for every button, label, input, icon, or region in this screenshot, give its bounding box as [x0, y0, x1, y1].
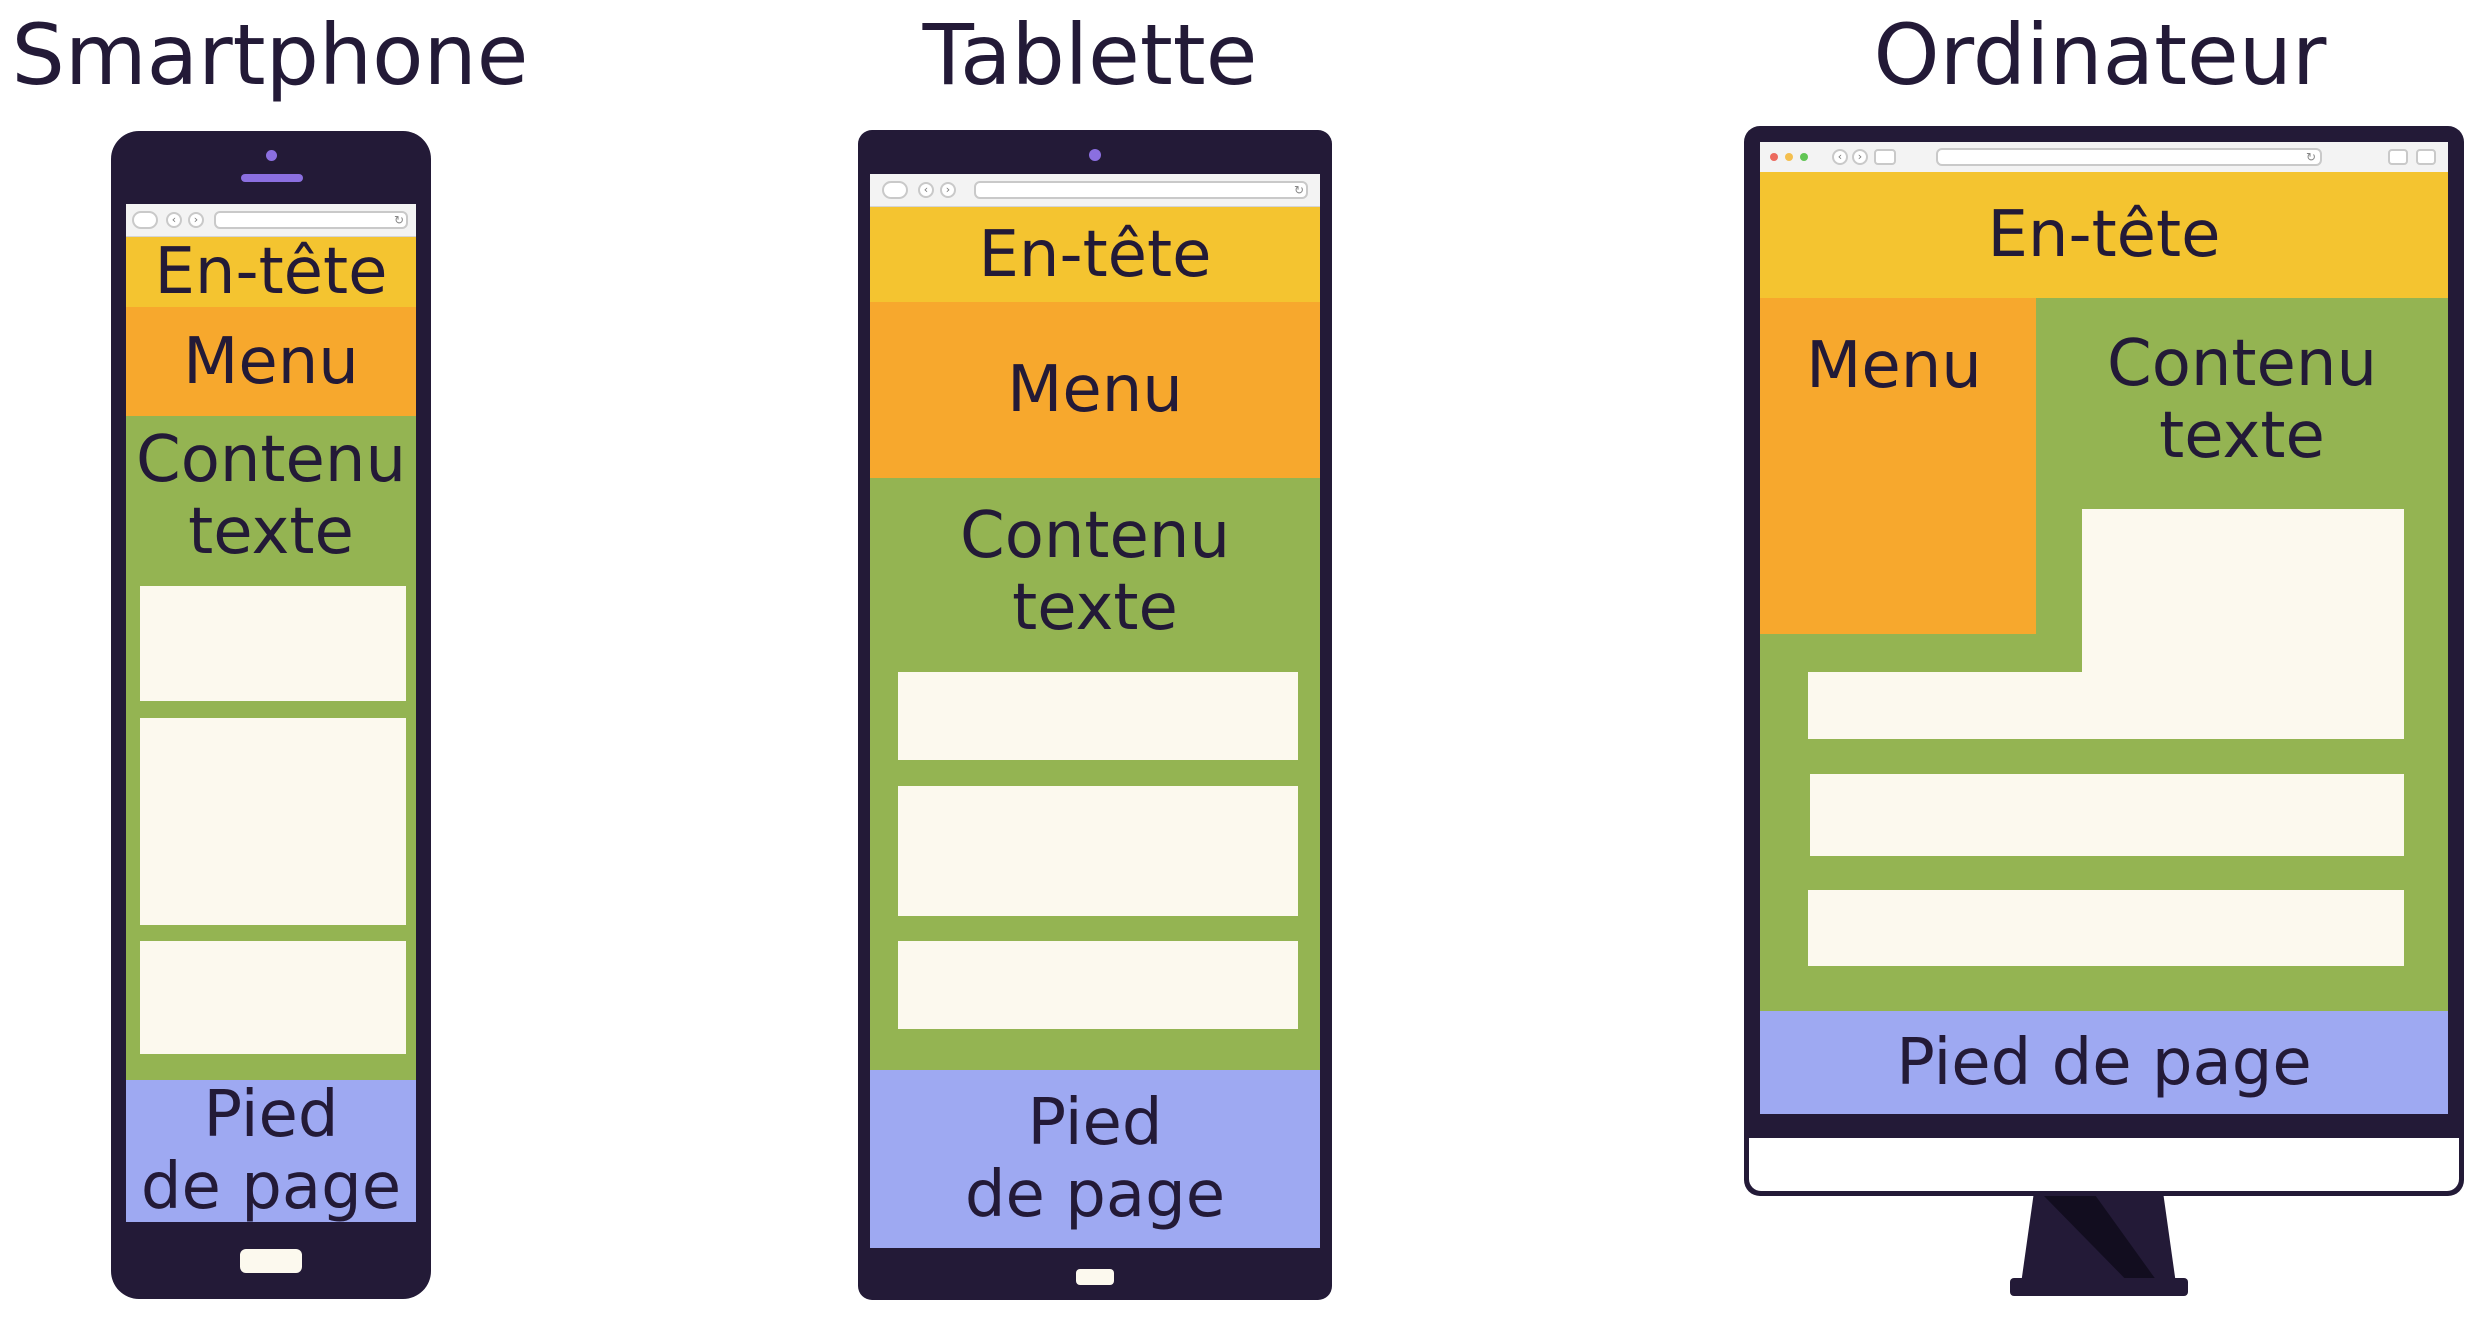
address-bar[interactable] — [1936, 148, 2322, 166]
header-region: En-tête — [870, 207, 1320, 302]
reload-icon[interactable]: ↻ — [1294, 183, 1305, 197]
content-block — [1808, 890, 2404, 966]
forward-arrow-icon[interactable]: › — [1852, 149, 1868, 165]
address-bar[interactable] — [974, 181, 1308, 199]
computer-device: ‹ › ↻ En-tête Contenu texte Menu Pied de… — [1744, 126, 2464, 1301]
content-label: Contenu texte — [2107, 327, 2377, 473]
browser-toolbar: ‹ › ↻ — [870, 174, 1320, 207]
content-block — [140, 718, 406, 925]
minimize-window-icon[interactable] — [1785, 153, 1793, 161]
content-label: Contenu texte — [960, 499, 1230, 645]
content-block — [1810, 774, 2404, 856]
content-block — [898, 941, 1298, 1029]
tabs-icon[interactable] — [2416, 149, 2436, 165]
header-label: En-tête — [154, 235, 388, 309]
forward-arrow-icon[interactable]: › — [188, 212, 204, 228]
content-region: Contenu texte — [870, 478, 1320, 1070]
header-region: En-tête — [126, 235, 416, 309]
back-arrow-icon[interactable]: ‹ — [1832, 149, 1848, 165]
tabs-button[interactable] — [132, 211, 158, 229]
home-button-icon[interactable] — [1076, 1269, 1114, 1285]
camera-icon — [266, 150, 277, 161]
speaker-grille — [241, 174, 303, 182]
sidebar-icon[interactable] — [1874, 149, 1896, 165]
browser-toolbar: ‹ › ↻ — [1760, 142, 2448, 173]
header-region: En-tête — [1760, 172, 2448, 298]
camera-icon — [1089, 149, 1101, 161]
back-arrow-icon[interactable]: ‹ — [166, 212, 182, 228]
footer-region: Pied de page — [1760, 1011, 2448, 1114]
menu-region: Menu — [870, 302, 1320, 478]
footer-label: Pied de page — [1896, 1025, 2312, 1100]
home-button-icon[interactable] — [240, 1249, 302, 1273]
header-label: En-tête — [978, 217, 1212, 292]
close-window-icon[interactable] — [1770, 153, 1778, 161]
monitor-chin — [1749, 1138, 2459, 1191]
content-region: Contenu texte — [1760, 298, 2448, 1011]
share-icon[interactable] — [2388, 149, 2408, 165]
address-bar[interactable] — [214, 211, 408, 229]
tablet-screen: ‹ › ↻ En-tête Menu Contenu texte Pied de… — [870, 174, 1320, 1248]
content-block — [140, 586, 406, 701]
footer-label: Pied de page — [140, 1078, 402, 1222]
tabs-button[interactable] — [882, 181, 908, 199]
computer-screen: ‹ › ↻ En-tête Contenu texte Menu Pied de… — [1760, 142, 2448, 1114]
forward-arrow-icon[interactable]: › — [940, 182, 956, 198]
menu-label: Menu — [1806, 329, 1982, 403]
maximize-window-icon[interactable] — [1800, 153, 1808, 161]
footer-region: Pied de page — [870, 1070, 1320, 1248]
tablet-device: ‹ › ↻ En-tête Menu Contenu texte Pied de… — [858, 130, 1332, 1300]
monitor-base — [2010, 1278, 2188, 1296]
header-label: En-tête — [1987, 198, 2221, 272]
content-region: Contenu texte — [126, 416, 416, 1080]
reload-icon[interactable]: ↻ — [394, 213, 405, 227]
smartphone-screen: ‹ › ↻ En-tête Menu Contenu texte Pied de… — [126, 204, 416, 1222]
menu-label: Menu — [183, 324, 359, 399]
menu-label: Menu — [1007, 353, 1183, 427]
footer-label: Pied de page — [964, 1086, 1226, 1232]
footer-region: Pied de page — [126, 1078, 416, 1222]
content-block — [1808, 672, 2404, 739]
computer-title: Ordinateur — [1873, 6, 2327, 104]
menu-region: Menu — [1760, 298, 2036, 634]
content-block — [898, 672, 1298, 760]
smartphone-device: ‹ › ↻ En-tête Menu Contenu texte Pied de… — [111, 131, 431, 1299]
smartphone-title: Smartphone — [11, 6, 529, 104]
back-arrow-icon[interactable]: ‹ — [918, 182, 934, 198]
browser-toolbar: ‹ › ↻ — [126, 204, 416, 237]
content-block — [140, 941, 406, 1054]
content-block — [898, 786, 1298, 916]
content-label: Contenu texte — [136, 423, 406, 569]
menu-region: Menu — [126, 307, 416, 416]
reload-icon[interactable]: ↻ — [2306, 150, 2317, 164]
tablet-title: Tablette — [922, 6, 1258, 104]
